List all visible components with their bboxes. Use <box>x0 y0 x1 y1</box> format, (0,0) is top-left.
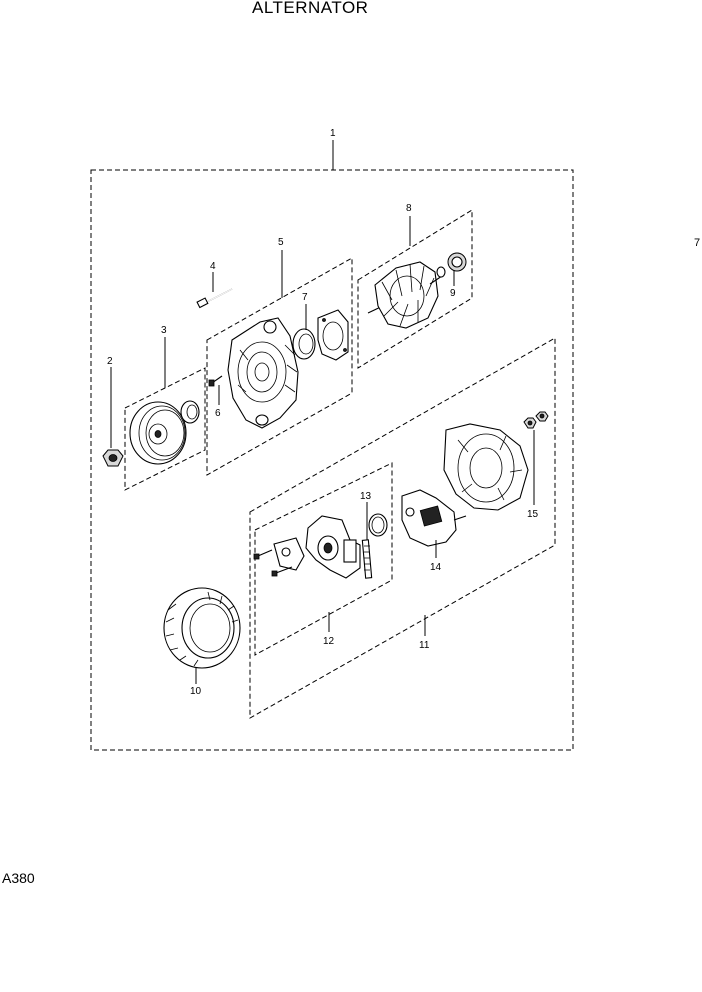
rear-bearing <box>436 252 467 278</box>
callout-1: 1 <box>330 128 336 139</box>
rectifier <box>401 489 467 547</box>
callout-14: 14 <box>430 562 442 573</box>
assembly-boundary <box>90 169 574 751</box>
callout-6: 6 <box>215 408 221 419</box>
pulley-group-boundary <box>124 367 206 491</box>
side-page-number: 7 <box>694 237 701 249</box>
front-housing-group-boundary <box>206 257 353 476</box>
o-ring <box>368 513 388 537</box>
regulator-bracket <box>273 537 305 571</box>
stator <box>163 587 241 669</box>
housing-screw <box>208 375 223 387</box>
through-bolt <box>196 288 233 309</box>
pulley-nut <box>102 449 124 467</box>
regulator-screw-upper <box>253 549 273 560</box>
callout-2: 2 <box>107 356 113 367</box>
page-title: ALTERNATOR <box>252 0 369 17</box>
callout-7: 7 <box>302 292 308 303</box>
callout-8: 8 <box>406 203 412 214</box>
rotor-group-boundary <box>357 209 473 369</box>
brush-spring <box>361 539 373 579</box>
front-bearing <box>292 328 316 360</box>
callout-12: 12 <box>323 636 335 647</box>
rotor <box>367 261 443 329</box>
rear-group-boundary <box>249 337 556 719</box>
bearing-retainer-plate <box>317 309 349 361</box>
pulley <box>129 401 187 465</box>
callout-13: 13 <box>360 491 372 502</box>
regulator-screw-lower <box>271 566 293 577</box>
pulley-spacer <box>180 400 200 424</box>
callout-11: 11 <box>419 640 430 651</box>
callout-10: 10 <box>190 686 202 697</box>
callout-15: 15 <box>527 509 539 520</box>
page-code: A380 <box>2 870 35 886</box>
rear-housing <box>443 423 529 511</box>
terminal-nuts <box>523 411 549 429</box>
callout-9: 9 <box>450 288 456 299</box>
callout-4: 4 <box>210 261 216 272</box>
callout-3: 3 <box>161 325 167 336</box>
front-housing <box>227 317 299 429</box>
regulator-group-boundary <box>254 462 393 656</box>
brush-holder <box>305 515 361 579</box>
callout-5: 5 <box>278 237 284 248</box>
